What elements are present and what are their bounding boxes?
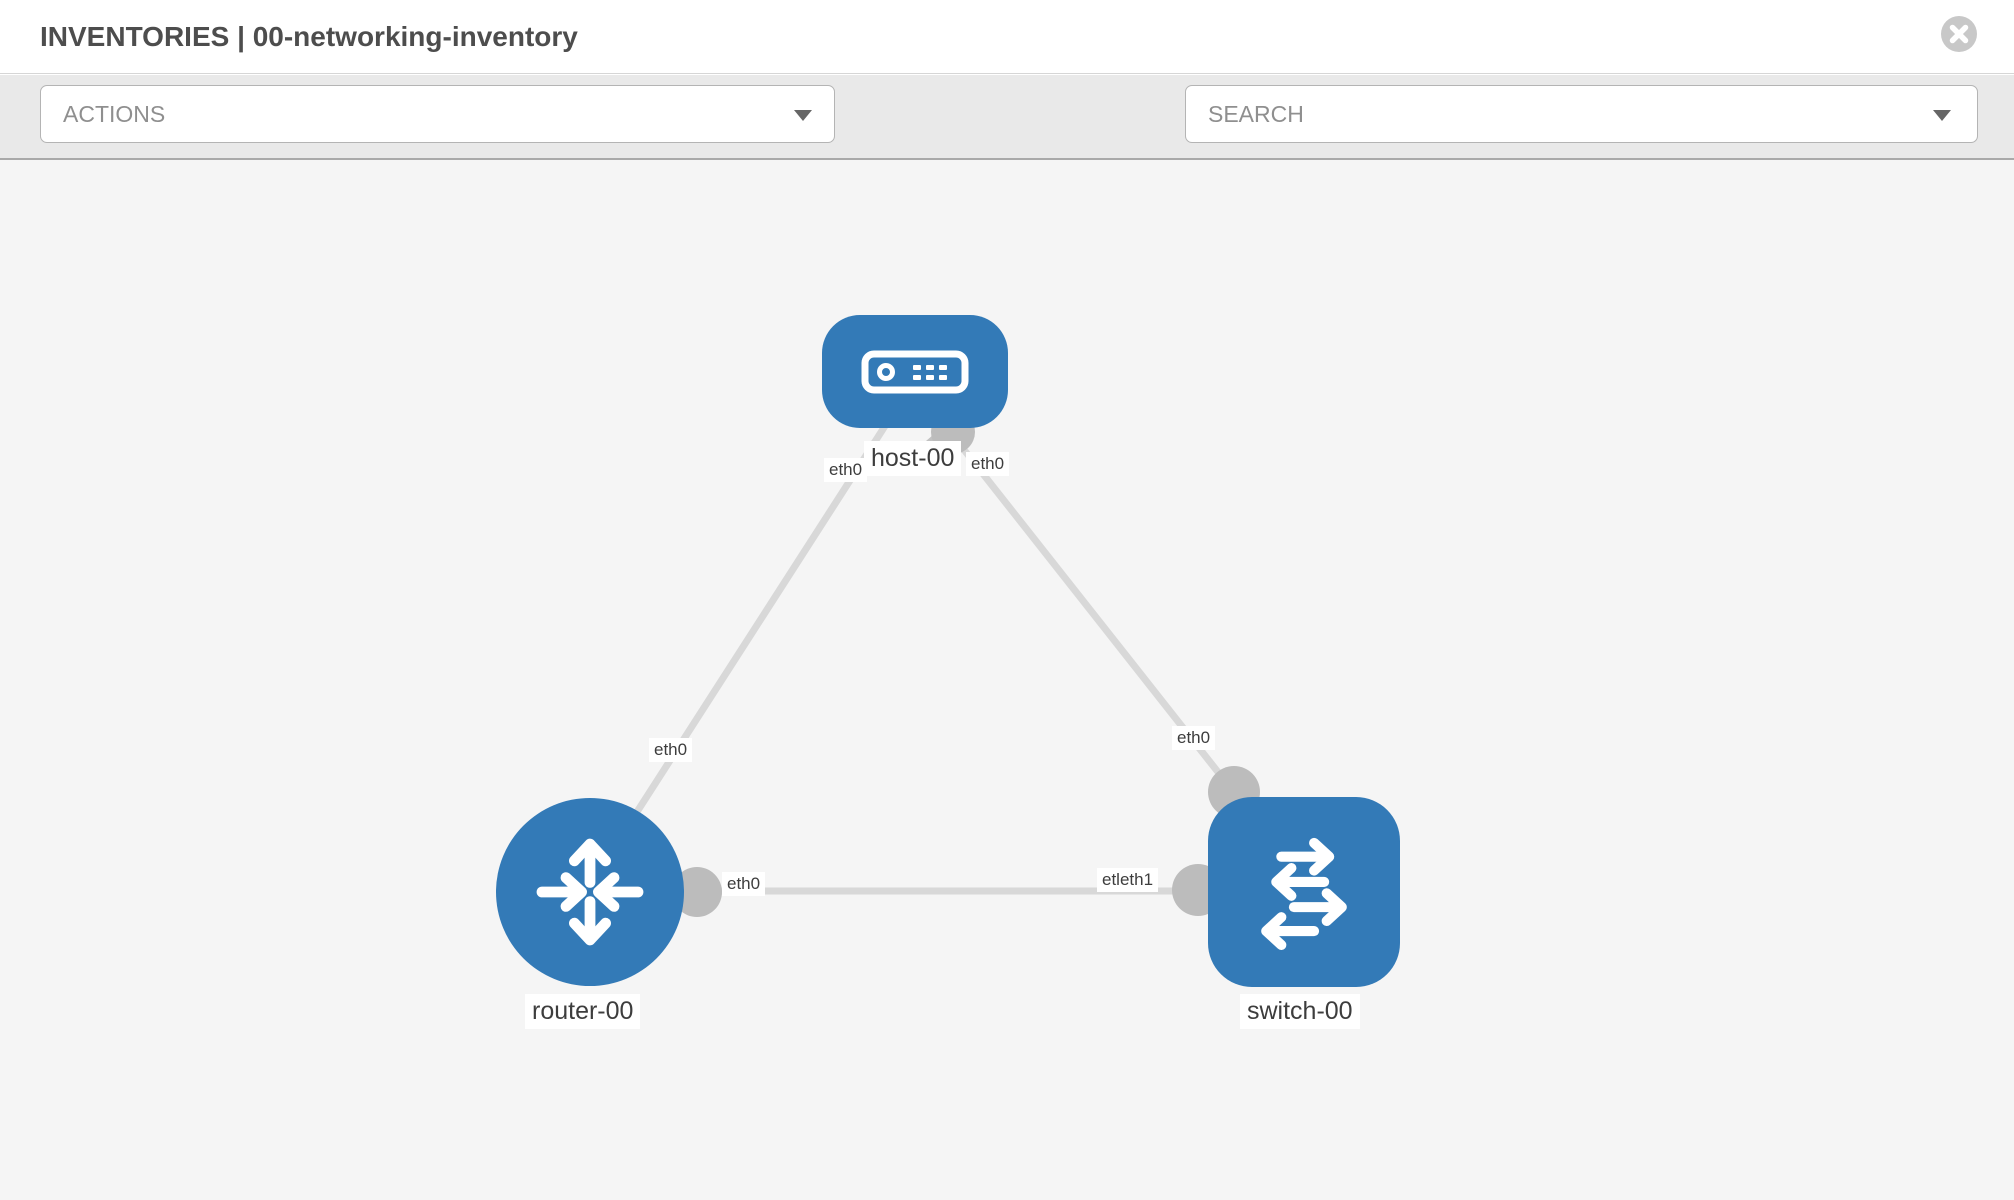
- search-input[interactable]: SEARCH: [1208, 101, 1304, 127]
- router-icon: [536, 838, 644, 946]
- connector-router-right[interactable]: [672, 867, 722, 917]
- chevron-down-icon: [1933, 110, 1951, 121]
- page-title: INVENTORIES | 00-networking-inventory: [40, 21, 578, 52]
- interface-label: eth0: [649, 738, 693, 762]
- chevron-down-icon: [794, 110, 812, 121]
- interface-label: eth0: [1172, 726, 1216, 750]
- node-router-00[interactable]: [496, 798, 684, 986]
- topology-canvas[interactable]: eth0 eth0 eth0 eth0 eth0 etleth1 host-00…: [0, 160, 2014, 1200]
- node-switch-00[interactable]: [1208, 797, 1400, 987]
- node-label-router: router-00: [525, 994, 641, 1029]
- interface-label: eth0: [966, 452, 1010, 476]
- switch-icon: [1261, 837, 1347, 950]
- toolbar: ACTIONS SEARCH: [0, 75, 2014, 208]
- topology-edges-layer: [632, 410, 1260, 917]
- search-dropdown[interactable]: SEARCH: [1185, 85, 1978, 143]
- interface-label: eth0: [722, 872, 766, 896]
- actions-dropdown[interactable]: ACTIONS: [40, 85, 835, 143]
- node-label-switch: switch-00: [1240, 994, 1360, 1029]
- close-button[interactable]: [1941, 16, 1977, 52]
- node-label-host: host-00: [864, 441, 962, 476]
- interface-label: eth0: [824, 458, 868, 482]
- interface-label-overlap: etleth1: [1097, 868, 1159, 892]
- node-host-00[interactable]: [822, 315, 1008, 428]
- actions-dropdown-label: ACTIONS: [63, 101, 166, 127]
- host-icon: [861, 350, 969, 393]
- header: INVENTORIES | 00-networking-inventory: [0, 0, 2014, 74]
- close-icon: [1949, 24, 1969, 44]
